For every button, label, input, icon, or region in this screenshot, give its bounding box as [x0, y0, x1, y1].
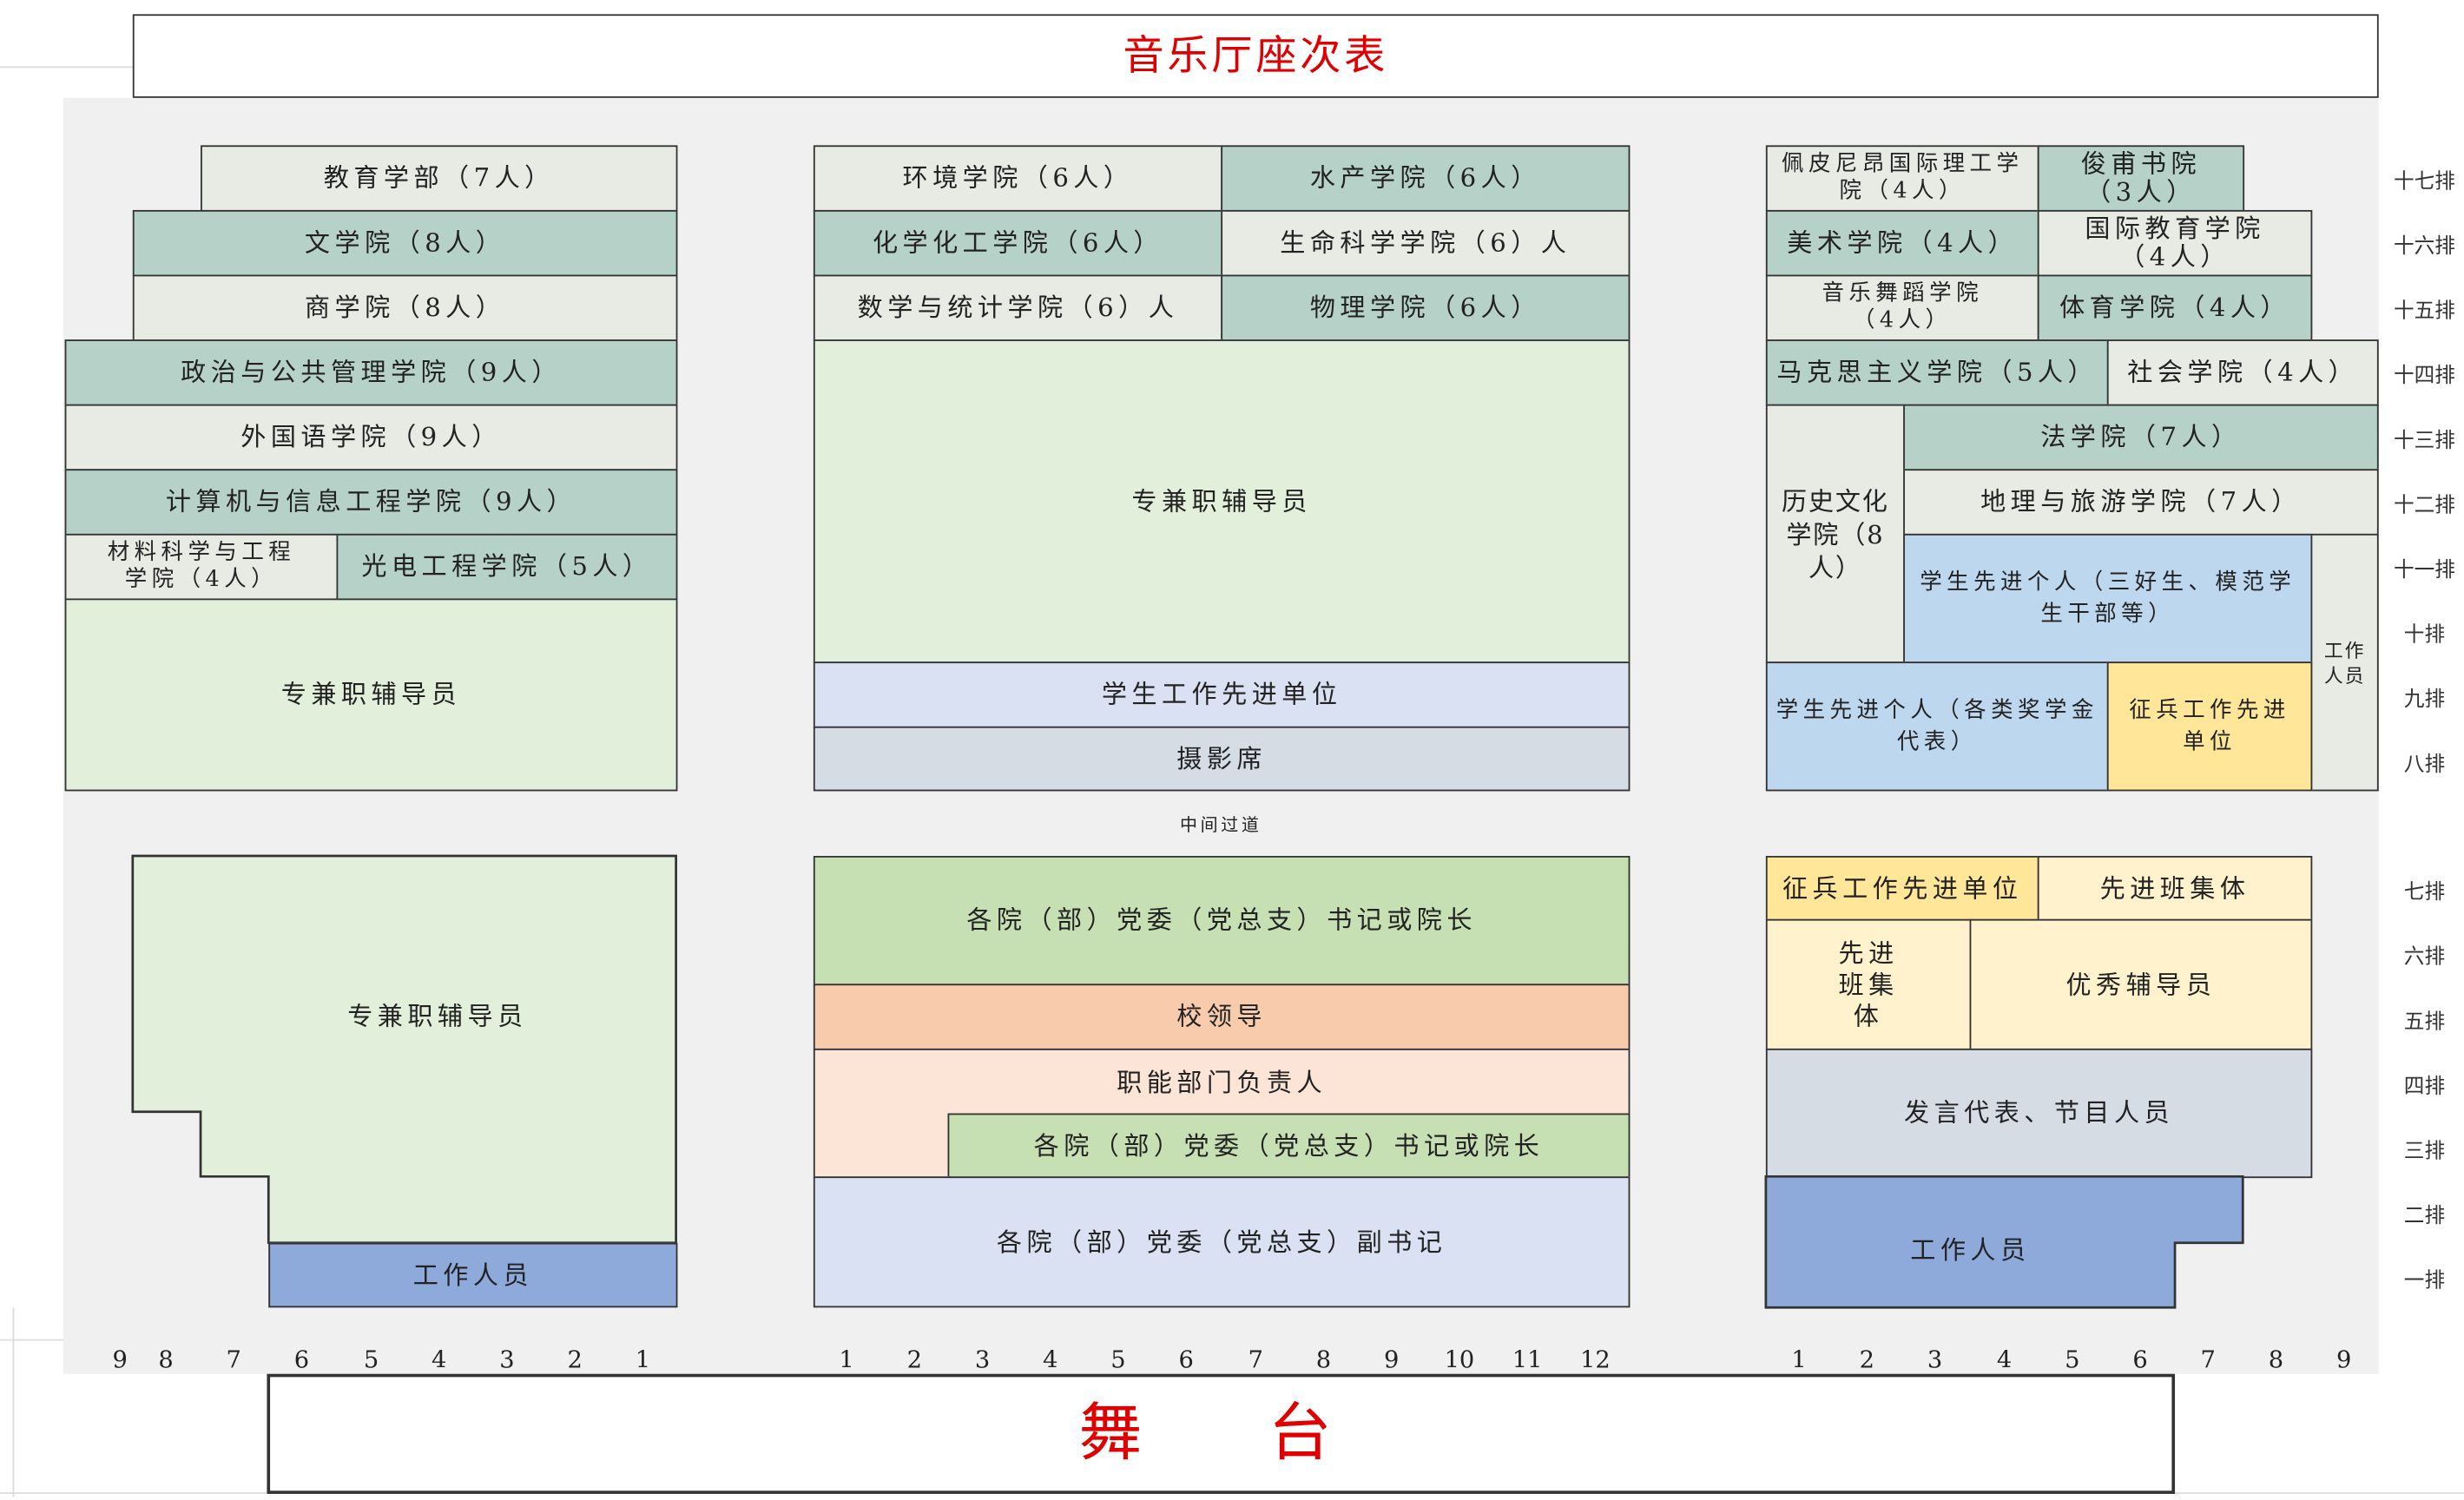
column-number: 9 [112, 1345, 128, 1374]
column-number: 11 [1512, 1345, 1543, 1374]
column-number: 8 [2268, 1345, 2284, 1374]
stage-label: 舞 台 [267, 1373, 2176, 1494]
column-number: 9 [2336, 1345, 2352, 1374]
column-number: 9 [1384, 1345, 1400, 1374]
seat-block-shuichan: 水产学院（6人） [1221, 145, 1631, 212]
seat-block-guangdian: 光电工程学院（5人） [336, 533, 678, 601]
seat-block-banjiti-1: 先进班集体 [2037, 856, 2313, 921]
column-number: 8 [1315, 1345, 1332, 1374]
seat-block-fudaoyuan-left-bottom: 专兼职辅导员 [347, 1001, 528, 1031]
column-number: 4 [1043, 1345, 1058, 1374]
column-number: 4 [432, 1345, 447, 1374]
seat-block-waiguoyu: 外国语学院（9人） [64, 404, 678, 471]
column-number: 1 [1791, 1345, 1807, 1374]
row-label: 九排 [2403, 688, 2446, 713]
column-number: 4 [1996, 1345, 2013, 1374]
seat-block-junfu: 俊甫书院（3人） [2037, 145, 2245, 212]
row-label: 三排 [2403, 1140, 2446, 1164]
seat-block-meishu: 美术学院（4人） [1765, 209, 2039, 277]
column-number: 2 [567, 1345, 583, 1374]
column-number: 7 [1248, 1345, 1263, 1374]
seat-block-jisuanji: 计算机与信息工程学院（9人） [64, 469, 678, 536]
seat-block-zhengbing-top: 征兵工作先进单位 [2106, 661, 2313, 792]
column-number: 3 [499, 1345, 515, 1374]
column-number: 6 [2132, 1345, 2148, 1374]
seat-block-huaxue: 化学化工学院（6人） [813, 209, 1223, 277]
seat-block-fushuji: 各院（部）党委（党总支）副书记 [813, 1176, 1631, 1308]
column-number: 7 [226, 1345, 241, 1374]
seat-block-lishi: 历史文化学院（8人） [1765, 404, 1905, 664]
seat-block-youxiu: 优秀辅导员 [1969, 918, 2313, 1050]
seat-block-cailiao: 材料科学与工程学院（4人） [64, 533, 339, 601]
row-label: 八排 [2403, 753, 2446, 778]
row-label: 十七排 [2393, 170, 2455, 194]
column-number: 5 [2065, 1345, 2080, 1374]
seat-block-wenxue: 文学院（8人） [132, 209, 678, 277]
column-number: 2 [1859, 1345, 1874, 1374]
seat-block-jiaoyu: 教育学部（7人） [201, 145, 678, 212]
row-label: 一排 [2403, 1269, 2446, 1293]
column-number: 2 [906, 1345, 922, 1374]
row-label: 五排 [2403, 1010, 2446, 1035]
seat-block-xianjin-geren-1: 学生先进个人（三好生、模范学生干部等） [1903, 533, 2313, 664]
column-number: 5 [363, 1345, 379, 1374]
seat-block-huanjing: 环境学院（6人） [813, 145, 1223, 212]
row-label: 十三排 [2393, 429, 2455, 454]
seat-block-faxue: 法学院（7人） [1903, 404, 2379, 471]
seat-block-fudaoyuan-left: 专兼职辅导员 [64, 598, 678, 792]
seat-block-gongzuo-right-bottom: 工作人员 [1910, 1234, 2031, 1266]
seat-block-xianjin-danwei: 学生工作先进单位 [813, 661, 1631, 728]
row-label: 二排 [2403, 1205, 2446, 1229]
seat-block-shuji-2: 各院（部）党委（党总支）书记或院长 [947, 1113, 1631, 1179]
seat-block-gongzuo-left: 工作人员 [268, 1242, 678, 1308]
grid-line [12, 1307, 15, 1497]
seat-block-tiyu: 体育学院（4人） [2037, 274, 2313, 341]
row-label: 四排 [2403, 1075, 2446, 1100]
column-number: 3 [974, 1345, 991, 1374]
page-title: 音乐厅座次表 [132, 14, 2379, 98]
seat-block-shangxue: 商学院（8人） [132, 274, 678, 341]
column-number: 6 [1178, 1345, 1194, 1374]
seat-block-sheying: 摄影席 [813, 726, 1631, 792]
seat-block-gongzuo-right: 工作人员 [2310, 533, 2379, 792]
column-number: 6 [293, 1345, 310, 1374]
fudaoyuan-left-bottom-shape [131, 854, 677, 1245]
seat-block-dili: 地理与旅游学院（7人） [1903, 469, 2379, 536]
row-label: 十五排 [2393, 299, 2455, 324]
seat-block-shehui: 社会学院（4人） [2106, 339, 2379, 406]
column-number: 1 [635, 1345, 651, 1374]
row-label: 六排 [2403, 945, 2446, 970]
column-number: 8 [158, 1345, 174, 1374]
seat-block-guojijiaoyu: 国际教育学院（4人） [2037, 209, 2313, 277]
column-number: 1 [839, 1345, 854, 1374]
seat-block-fudaoyuan-middle: 专兼职辅导员 [813, 339, 1631, 664]
seat-block-zhengzhi: 政治与公共管理学院（9人） [64, 339, 678, 406]
column-number: 10 [1444, 1345, 1475, 1374]
seat-block-shuji: 各院（部）党委（党总支）书记或院长 [813, 856, 1631, 986]
row-label: 十六排 [2393, 235, 2455, 260]
row-label: 十排 [2403, 623, 2446, 648]
seat-block-shuxue: 数学与统计学院（6）人 [813, 274, 1223, 341]
seat-block-peipi: 佩皮尼昂国际理工学院（4人） [1765, 145, 2039, 212]
seat-block-zhengbing-bottom: 征兵工作先进单位 [1765, 856, 2039, 921]
seat-block-yinyue: 音乐舞蹈学院（4人） [1765, 274, 2039, 341]
aisle-label: 中间过道 [1179, 814, 1262, 836]
seat-block-wuli: 物理学院（6人） [1221, 274, 1631, 341]
row-label: 十四排 [2393, 365, 2455, 389]
gongzuo-right-bottom-shape [1764, 1174, 2244, 1309]
seat-block-fayan: 发言代表、节目人员 [1765, 1048, 2313, 1179]
seat-block-xianjin-geren-2: 学生先进个人（各类奖学金代表） [1765, 661, 2109, 792]
grid-line [0, 66, 133, 69]
seat-block-shengming: 生命科学学院（6）人 [1221, 209, 1631, 277]
column-number: 3 [1927, 1345, 1943, 1374]
row-label: 十二排 [2393, 494, 2455, 518]
seat-block-xiaolingdao: 校领导 [813, 984, 1631, 1050]
seat-block-makesi: 马克思主义学院（5人） [1765, 339, 2109, 406]
column-number: 12 [1580, 1345, 1611, 1374]
row-label: 十一排 [2393, 558, 2455, 583]
column-number: 5 [1110, 1345, 1126, 1374]
seat-block-banjiti-2: 先进班集体 [1765, 918, 1972, 1050]
row-label: 七排 [2403, 881, 2446, 905]
column-number: 7 [2200, 1345, 2216, 1374]
